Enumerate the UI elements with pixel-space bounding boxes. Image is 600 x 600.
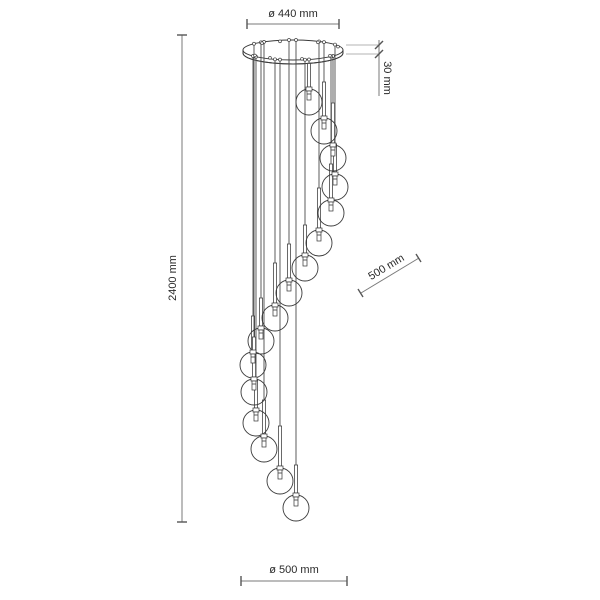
pendant-lamp [239,38,349,522]
bulb-holder [250,353,256,364]
socket-cap [257,325,265,331]
cable-sleeve [272,262,277,304]
socket-cap [305,86,313,92]
canopy-height-dimension: 30 mm [346,40,393,96]
socket-cap [301,252,309,258]
socket-cap [292,492,300,498]
bulb-holder [261,437,267,448]
canopy-diameter-label: ø 440 mm [268,8,318,20]
cable-sleeve [306,63,311,88]
cable-anchor-dot [278,57,282,62]
socket-cap [327,197,335,203]
ceiling-canopy [242,39,344,65]
bulb-holder [328,201,334,212]
cable-sleeve [321,81,326,117]
socket-cap [250,376,258,382]
glass-globes [239,86,349,522]
cable-anchor-dot [328,53,332,58]
cable-sleeve [328,163,333,199]
bulb-holder [332,175,338,186]
bulb-holder [253,411,259,422]
cable-anchor-dot [278,39,282,44]
canopy-height-label: 30 mm [381,61,393,95]
socket-cap [249,349,257,355]
canopy-diameter-dimension: ø 440 mm [246,8,340,29]
socket-cap [315,227,323,233]
cable-anchor-dot [273,57,277,62]
cable-anchor-dot [333,42,337,47]
socket-cap [276,465,284,471]
bulb-holder [286,281,292,292]
bulb-holder [316,231,322,242]
canopy-cable-points [251,38,340,62]
cable-anchor-dot [252,41,256,46]
bulb-holder [302,256,308,267]
bulb-holder [277,469,283,480]
total-height-label: 2400 mm [167,255,179,301]
cable-anchor-dot [268,56,272,60]
socket-cap [285,277,293,283]
cable-anchor-dot [303,57,307,62]
cable-anchor-dot [322,40,326,45]
bulb-holder [293,496,299,507]
cable-anchor-dot [253,53,257,58]
cable-anchor-dot [316,40,320,45]
bulb-holder [272,306,278,317]
spread-diameter-label: ø 500 mm [269,564,319,576]
globe-offset-dimension: 500 mm [357,252,422,298]
bulb-holder [251,380,257,391]
spread-diameter-dimension: ø 500 mm [240,564,348,586]
socket-cap [260,433,268,439]
cable-anchor-dot [307,57,311,62]
cable-anchor-dot [336,44,340,49]
socket-cap [271,302,279,308]
cable-anchor-dot [260,41,264,45]
cable-sleeve [293,464,298,494]
total-height-dimension: 2400 mm [167,34,187,523]
cable-sleeve [286,243,291,279]
socket-cap [329,142,337,148]
cable-anchor-dot [287,38,291,42]
socket-cap [252,407,260,413]
bulb-holder [258,329,264,340]
bulb-holder [306,90,312,101]
cable-sleeve [302,224,307,254]
cable-anchor-dot [294,38,298,42]
cable-anchor-dot [300,57,304,61]
suspension-wires [250,40,337,494]
cable-sleeve [261,399,266,435]
socket-cap [331,171,339,177]
bulb-holder [321,119,327,130]
cable-sleeve [277,425,282,467]
bulb-holder [330,146,336,157]
socket-cap [320,115,328,121]
